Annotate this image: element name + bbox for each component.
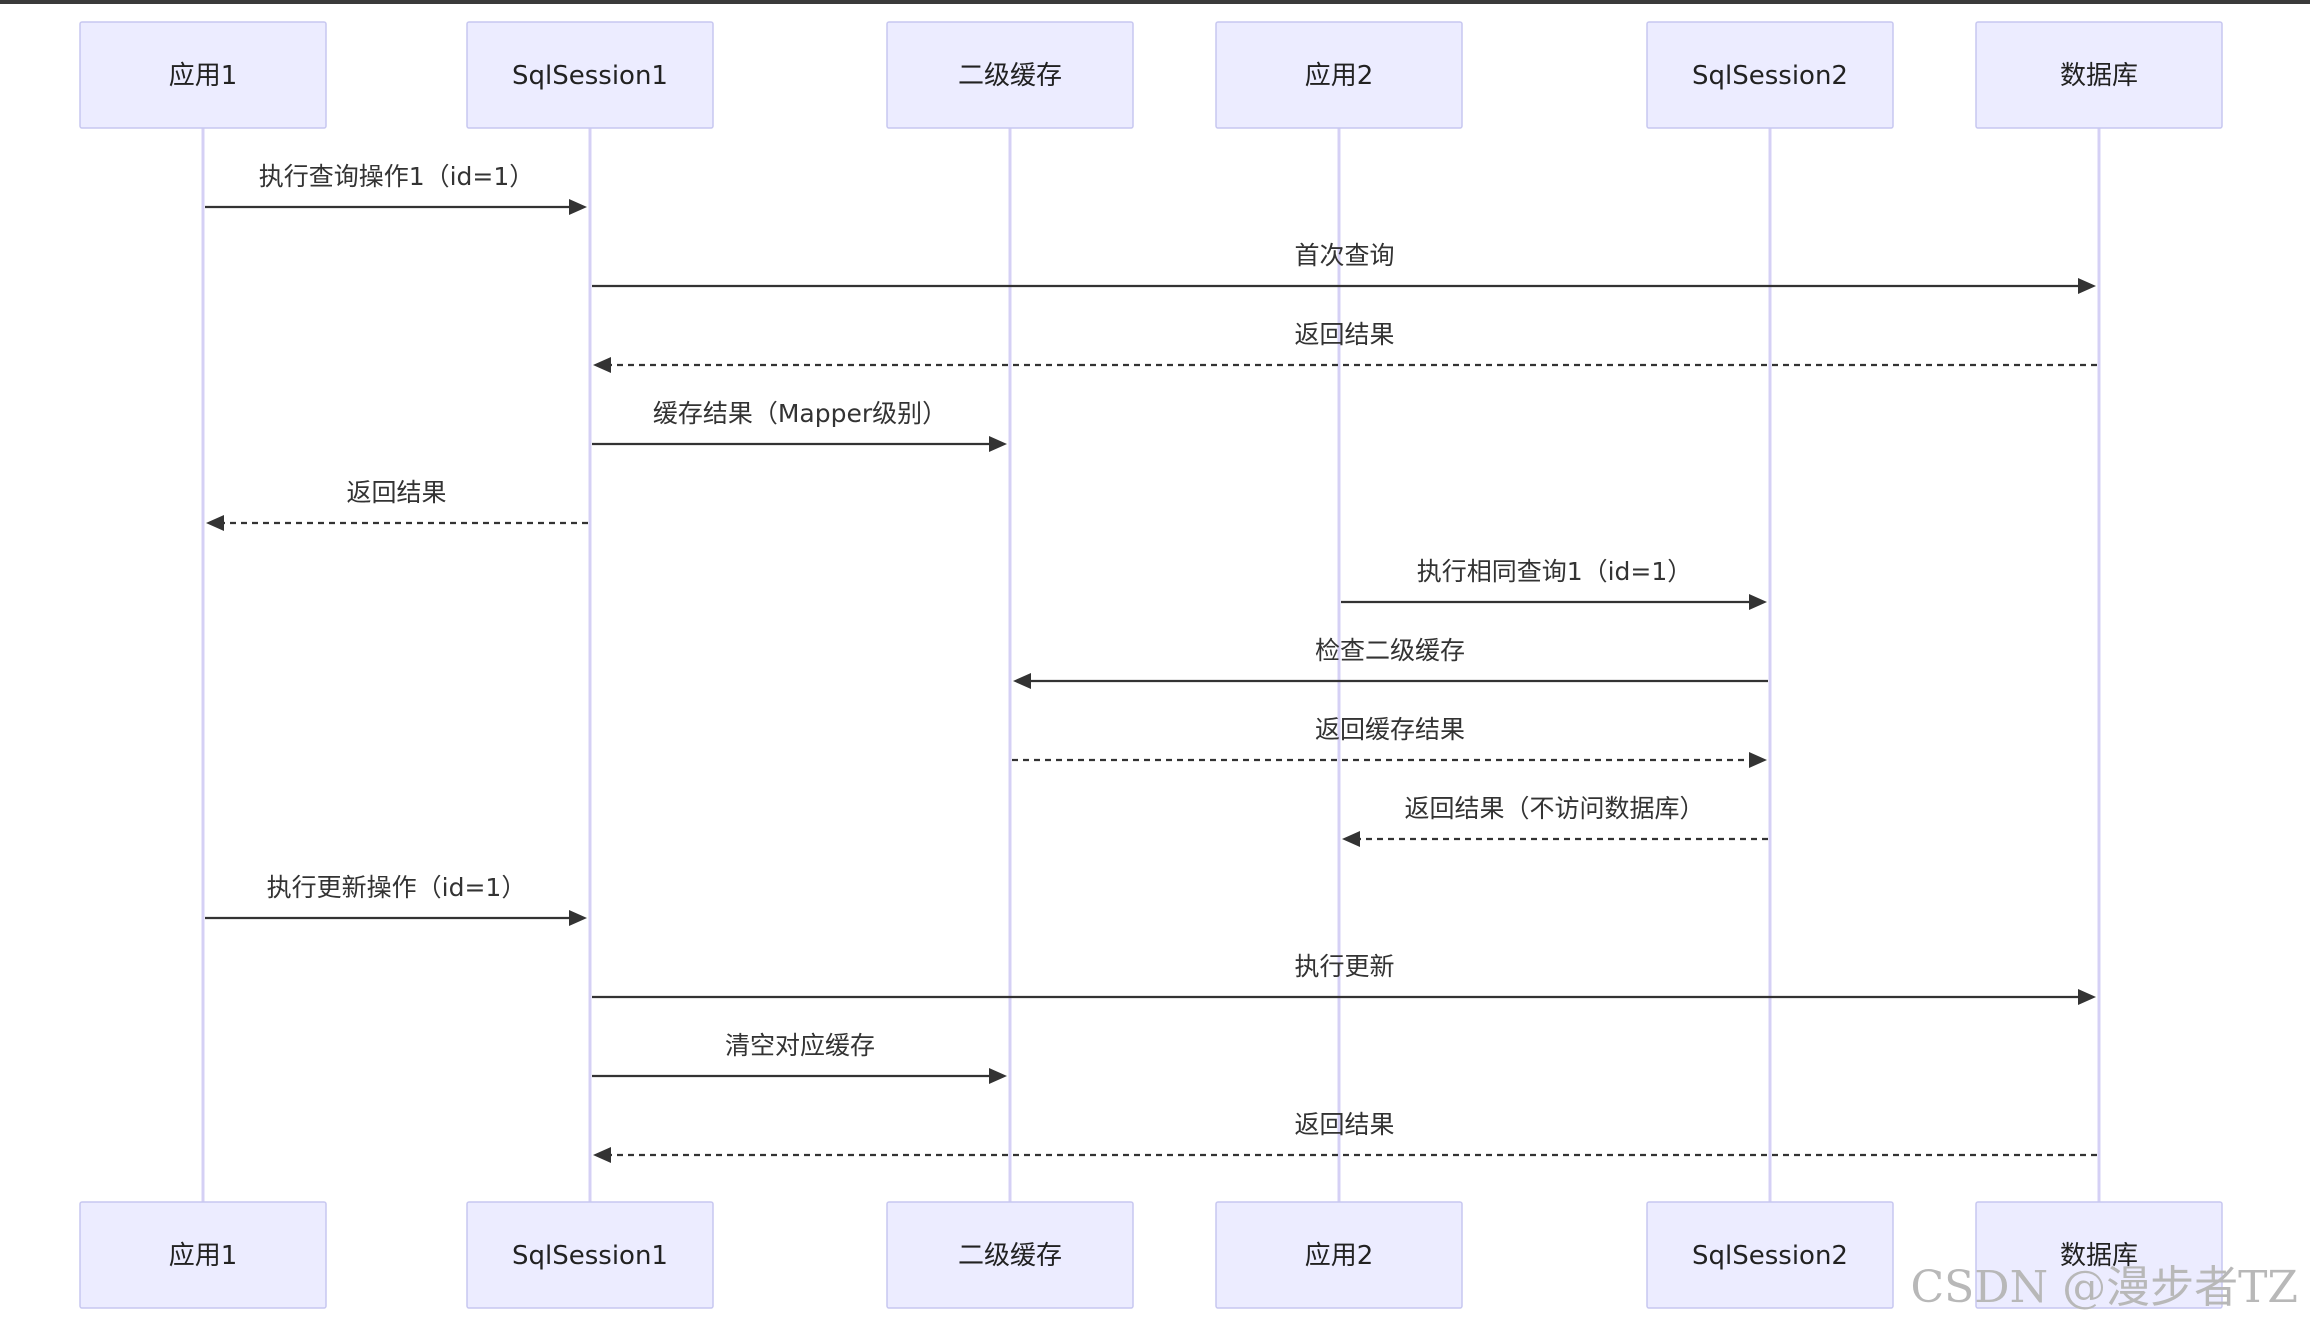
- arrowhead-icon: [206, 515, 224, 531]
- message-7: 检查二级缓存: [1013, 636, 1768, 689]
- message-12: 清空对应缓存: [592, 1031, 1007, 1084]
- message-6: 执行相同查询1（id=1）: [1341, 557, 1767, 610]
- arrowhead-icon: [569, 910, 587, 926]
- actor-box: [1975, 21, 2223, 129]
- actor-label: 二级缓存: [958, 1241, 1062, 1271]
- message-1: 执行查询操作1（id=1）: [205, 162, 587, 215]
- message-13: 返回结果: [593, 1110, 2097, 1163]
- message-5: 返回结果: [206, 478, 588, 531]
- actor-box: [1646, 21, 1894, 129]
- actor-label: SqlSession1: [512, 61, 668, 91]
- message-11: 执行更新: [592, 952, 2096, 1005]
- actor-session1-bottom: SqlSession1: [466, 1201, 714, 1309]
- message-label: 返回结果: [1294, 320, 1394, 349]
- message-3: 返回结果: [593, 320, 2097, 373]
- message-label: 返回结果: [346, 478, 446, 507]
- lifelines: [201, 128, 2101, 1202]
- messages: 执行查询操作1（id=1）首次查询返回结果缓存结果（Mapper级别）返回结果执…: [205, 162, 2097, 1163]
- actor-app1-bottom: 应用1: [79, 1201, 327, 1309]
- message-4: 缓存结果（Mapper级别）: [592, 399, 1007, 452]
- actor-box: [1646, 1201, 1894, 1309]
- actor-box: [1975, 1201, 2223, 1309]
- arrowhead-icon: [593, 1147, 611, 1163]
- actor-box: [79, 1201, 327, 1309]
- actor-label: SqlSession2: [1692, 61, 1848, 91]
- actor-box: [466, 21, 714, 129]
- watermark-text: CSDN @漫步者TZ: [1911, 1262, 2299, 1313]
- arrowhead-icon: [989, 436, 1007, 452]
- message-label: 返回结果: [1294, 1110, 1394, 1139]
- actors-top: 应用1 SqlSession1 二级缓存 应用2 SqlSession2 数据库: [79, 21, 2223, 129]
- actor-label: 应用1: [169, 1241, 238, 1271]
- actor-session2-top: SqlSession2: [1646, 21, 1894, 129]
- message-label: 执行更新: [1294, 952, 1394, 981]
- actors-bottom: 应用1 SqlSession1 二级缓存 应用2 SqlSession2 数据库: [79, 1201, 2223, 1309]
- actor-l2cache-top: 二级缓存: [886, 21, 1134, 129]
- message-label: 检查二级缓存: [1315, 636, 1465, 665]
- actor-app2-top: 应用2: [1215, 21, 1463, 129]
- actor-box: [1215, 1201, 1463, 1309]
- actor-db-top: 数据库: [1975, 21, 2223, 129]
- actor-box: [886, 1201, 1134, 1309]
- actor-label: 二级缓存: [958, 61, 1062, 91]
- arrowhead-icon: [989, 1068, 1007, 1084]
- message-label: 首次查询: [1294, 241, 1394, 270]
- message-2: 首次查询: [592, 241, 2096, 294]
- actor-box: [886, 21, 1134, 129]
- message-8: 返回缓存结果: [1012, 715, 1767, 768]
- actor-session2-bottom: SqlSession2: [1646, 1201, 1894, 1309]
- actor-l2cache-bottom: 二级缓存: [886, 1201, 1134, 1309]
- arrowhead-icon: [1342, 831, 1360, 847]
- arrowhead-icon: [2078, 989, 2096, 1005]
- arrowhead-icon: [1749, 594, 1767, 610]
- arrowhead-icon: [569, 199, 587, 215]
- actor-label: 应用2: [1305, 61, 1374, 91]
- actor-label: SqlSession2: [1692, 1241, 1848, 1271]
- actor-label: 数据库: [2060, 61, 2138, 91]
- arrowhead-icon: [1749, 752, 1767, 768]
- message-label: 执行更新操作（id=1）: [267, 873, 527, 902]
- actor-label: 数据库: [2060, 1241, 2138, 1271]
- arrowhead-icon: [1013, 673, 1031, 689]
- actor-label: SqlSession1: [512, 1241, 668, 1271]
- actor-session1-top: SqlSession1: [466, 21, 714, 129]
- message-label: 返回缓存结果: [1315, 715, 1465, 744]
- actor-box: [466, 1201, 714, 1309]
- actor-app1-top: 应用1: [79, 21, 327, 129]
- message-label: 清空对应缓存: [725, 1031, 875, 1060]
- actor-label: 应用1: [169, 61, 238, 91]
- message-label: 缓存结果（Mapper级别）: [653, 399, 947, 428]
- actor-db-bottom: 数据库: [1975, 1201, 2223, 1309]
- message-label: 返回结果（不访问数据库）: [1404, 794, 1704, 823]
- message-label: 执行查询操作1（id=1）: [259, 162, 535, 191]
- message-9: 返回结果（不访问数据库）: [1342, 794, 1768, 847]
- actor-box: [79, 21, 327, 129]
- actor-box: [1215, 21, 1463, 129]
- top-border: [0, 0, 2310, 4]
- arrowhead-icon: [2078, 278, 2096, 294]
- message-label: 执行相同查询1（id=1）: [1417, 557, 1693, 586]
- actor-app2-bottom: 应用2: [1215, 1201, 1463, 1309]
- actor-label: 应用2: [1305, 1241, 1374, 1271]
- arrowhead-icon: [593, 357, 611, 373]
- message-10: 执行更新操作（id=1）: [205, 873, 587, 926]
